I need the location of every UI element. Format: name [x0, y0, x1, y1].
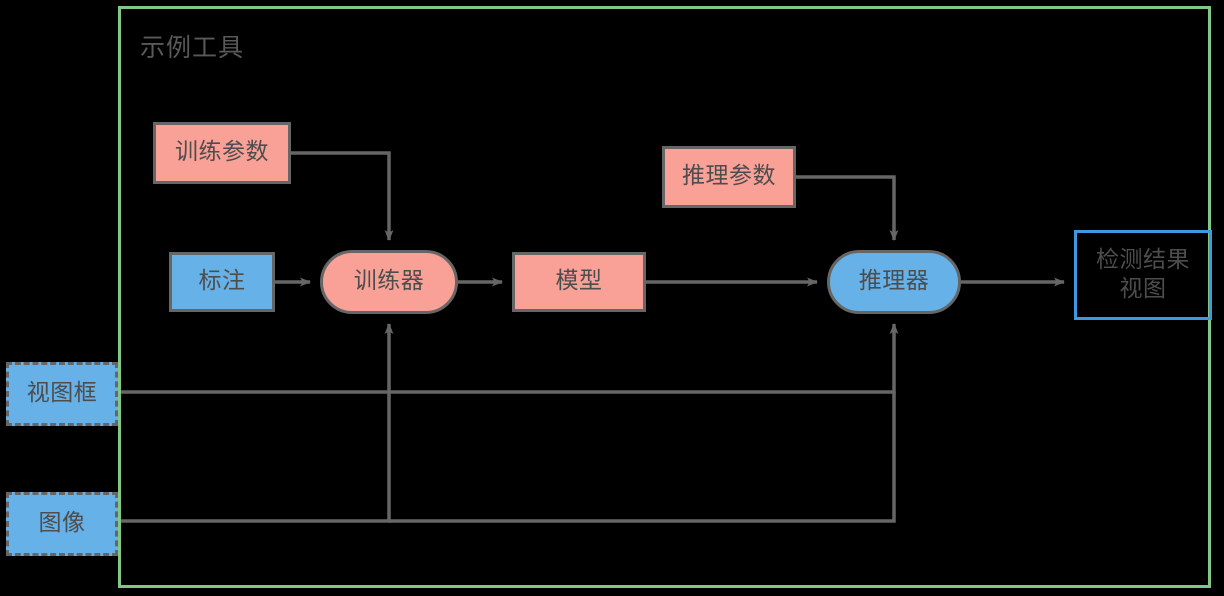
node-trainer-label: 训练器	[353, 268, 425, 295]
node-infer-params-label: 推理参数	[682, 163, 776, 190]
group-title: 示例工具	[140, 33, 245, 62]
node-train-params-label: 训练参数	[175, 139, 269, 166]
node-view-box[interactable]: 视图框	[6, 362, 118, 426]
node-view-box-label: 视图框	[26, 380, 98, 407]
node-annotation[interactable]: 标注	[169, 252, 275, 312]
node-inferencer[interactable]: 推理器	[827, 250, 961, 314]
example-tool-group-border	[118, 6, 1211, 588]
node-infer-params[interactable]: 推理参数	[662, 146, 796, 208]
node-inferencer-label: 推理器	[858, 268, 930, 295]
node-result-view[interactable]: 检测结果 视图	[1074, 230, 1212, 320]
node-image[interactable]: 图像	[6, 492, 118, 556]
node-annotation-label: 标注	[198, 268, 246, 295]
node-result-view-label-line2: 视图	[1119, 276, 1167, 302]
node-trainer[interactable]: 训练器	[320, 250, 458, 314]
node-result-view-label-line1: 检测结果	[1096, 246, 1190, 273]
node-train-params[interactable]: 训练参数	[153, 122, 291, 184]
node-image-label: 图像	[38, 510, 86, 537]
node-model[interactable]: 模型	[512, 252, 646, 312]
node-model-label: 模型	[555, 268, 603, 295]
